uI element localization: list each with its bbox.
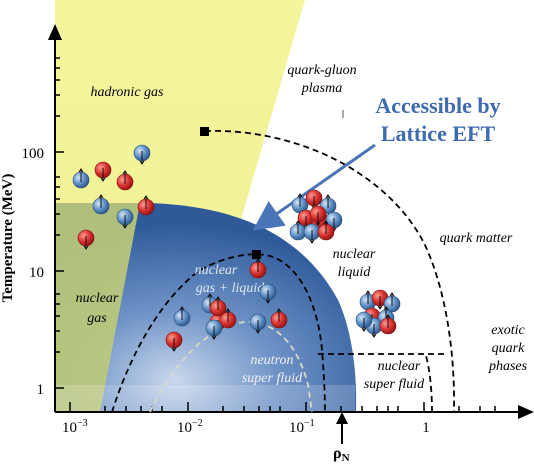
label-gas-liquid-2: gas + liquid	[196, 281, 266, 296]
spin-arrowhead-icon	[309, 239, 315, 244]
label-gas-liquid-1: nuclear	[195, 263, 238, 278]
spin-arrowhead-icon	[207, 293, 213, 298]
label-exotic-3: phases	[488, 359, 528, 374]
label-qgp-2: plasma	[301, 81, 342, 96]
spin-arrowhead-icon	[389, 292, 395, 297]
spin-arrowhead-icon	[361, 327, 367, 332]
label-nuclear-sf-1: nuclear	[378, 359, 421, 374]
label-nuclear-gas-2: gas	[87, 311, 107, 326]
spin-arrowhead-icon	[171, 347, 177, 352]
phase-boundaries	[111, 130, 455, 413]
region-labels: hadronic gas quark-gluon plasma nuclear …	[76, 63, 528, 392]
spin-arrowhead-icon	[143, 195, 149, 200]
spin-arrowhead-icon	[78, 168, 84, 173]
label-nuclear-sf-2: super fluid	[364, 377, 425, 392]
rho-marker-label: ρN	[333, 445, 350, 462]
ytick-100: 100	[22, 146, 45, 162]
label-exotic-2: quark	[492, 341, 525, 356]
spin-arrowhead-icon	[323, 220, 329, 225]
label-exotic-1: exotic	[491, 323, 525, 338]
spin-arrowhead-icon	[225, 308, 231, 313]
label-neutron-sf-2: super fluid	[242, 371, 303, 386]
annotation-line2: Lattice EFT	[381, 121, 496, 146]
label-nuclear-gas-1: nuclear	[76, 291, 119, 306]
y-axis-arrow-icon	[48, 24, 62, 40]
spin-arrowhead-icon	[98, 194, 104, 199]
ytick-10: 10	[29, 265, 44, 281]
label-qgp-1: quark-gluon	[287, 63, 356, 78]
ytick-1: 1	[37, 382, 45, 398]
label-nuclear-liquid-2: liquid	[338, 265, 372, 280]
xtick-1e-2: 10−2	[177, 418, 203, 436]
spin-arrowhead-icon	[255, 258, 261, 263]
spin-arrowhead-icon	[377, 305, 383, 310]
x-ticks	[69, 402, 496, 412]
spin-arrowhead-icon	[295, 220, 301, 225]
x-axis-arrow-icon	[518, 405, 534, 419]
critical-point-nuclear	[252, 250, 261, 259]
spin-arrowhead-icon	[122, 224, 128, 229]
spin-arrowhead-icon	[371, 333, 377, 338]
xtick-1e-3: 10−3	[62, 418, 88, 436]
nucleons	[72, 144, 401, 352]
y-axis-label: Temperature (MeV)	[0, 174, 16, 303]
spin-arrowhead-icon	[315, 221, 321, 226]
y-ticks	[55, 57, 64, 389]
annotation-line1: Accessible by	[375, 93, 500, 118]
annotation-arrow	[252, 143, 376, 231]
spin-arrowhead-icon	[325, 194, 331, 199]
rho-marker-arrow-icon	[336, 412, 348, 424]
spin-arrowhead-icon	[276, 308, 282, 313]
label-hadronic-gas: hadronic gas	[91, 85, 165, 100]
spin-arrowhead-icon	[265, 299, 271, 304]
x-tick-labels: 10−3 10−2 10−1 1	[62, 418, 430, 436]
spin-arrowhead-icon	[297, 193, 303, 198]
xtick-1: 1	[422, 420, 430, 436]
critical-point-qcd	[200, 127, 209, 136]
spin-arrowhead-icon	[255, 329, 261, 334]
spin-arrowhead-icon	[83, 245, 89, 250]
label-quark-matter: quark matter	[440, 231, 513, 246]
spin-arrowhead-icon	[122, 170, 128, 175]
spin-arrowhead-icon	[211, 335, 217, 340]
label-nuclear-liquid-1: nuclear	[333, 247, 376, 262]
spin-arrowhead-icon	[100, 177, 106, 182]
spin-arrowhead-icon	[383, 306, 389, 311]
spin-arrowhead-icon	[139, 160, 145, 165]
label-neutron-sf-1: neutron	[250, 353, 293, 368]
neutron-superfluid-boundary	[149, 321, 313, 413]
spin-arrowhead-icon	[215, 296, 221, 301]
spin-arrowhead-icon	[365, 290, 371, 295]
spin-arrowhead-icon	[179, 306, 185, 311]
xtick-1e-1: 10−1	[289, 418, 315, 436]
spin-arrowhead-icon	[385, 314, 391, 319]
